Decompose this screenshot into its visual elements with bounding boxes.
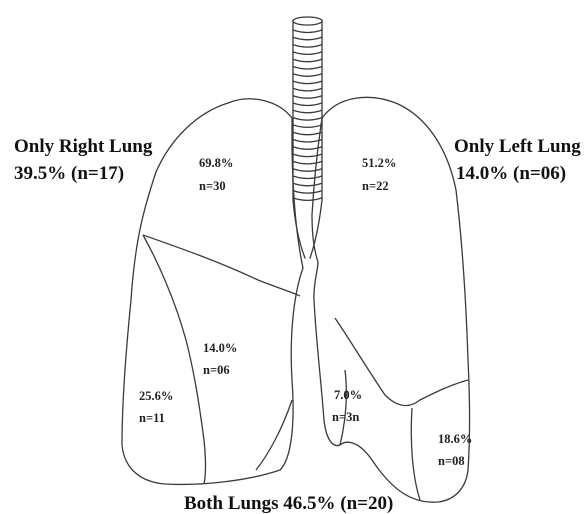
right-middle-pct: 14.0% — [203, 341, 237, 355]
right-lower-pct: 25.6% — [139, 389, 173, 403]
trachea-ring — [293, 37, 322, 40]
left-lower-lobe-edge — [411, 408, 420, 500]
right-upper-pct: 69.8% — [199, 156, 233, 170]
lingula-n: n=3n — [332, 410, 359, 424]
trachea-ring — [293, 30, 322, 33]
lingula-edge — [340, 370, 346, 445]
trachea-ring — [293, 125, 322, 127]
trachea-rings — [293, 30, 322, 200]
trachea-ring — [293, 183, 322, 186]
right-upper-n: n=30 — [199, 179, 226, 193]
trachea-ring — [293, 176, 322, 179]
trachea-ring — [293, 118, 322, 121]
both-lungs-label: Both Lungs 46.5% (n=20) — [184, 493, 393, 514]
left-lung-title: Only Left Lung — [454, 136, 581, 157]
left-lower-n: n=08 — [438, 454, 465, 468]
trachea-ring — [293, 198, 322, 201]
trachea-ring — [293, 140, 322, 143]
trachea-ring — [293, 132, 322, 135]
right-lung-title: Only Right Lung — [14, 136, 153, 157]
right-lower-n: n=11 — [139, 411, 165, 425]
right-middle-n: n=06 — [203, 363, 230, 377]
left-lower-pct: 18.6% — [438, 432, 472, 446]
right-lung-value: 39.5% (n=17) — [14, 163, 124, 184]
left-lung-value: 14.0% (n=06) — [456, 163, 566, 184]
trachea-ring — [293, 161, 322, 164]
trachea-ring — [293, 52, 322, 55]
trachea-ring — [293, 45, 322, 48]
right-horizontal-fissure — [143, 235, 300, 296]
trachea-ring — [293, 103, 322, 106]
trachea-ring — [293, 74, 322, 77]
trachea-ring — [293, 67, 322, 70]
left-upper-n: n=22 — [362, 179, 389, 193]
trachea-ring — [293, 59, 322, 61]
left-upper-pct: 51.2% — [362, 156, 396, 170]
trachea-ring — [293, 96, 322, 99]
lingula-pct: 7.0% — [334, 388, 362, 402]
trachea-ring — [293, 191, 322, 194]
trachea — [293, 17, 322, 258]
trachea-ring — [293, 81, 322, 84]
right-oblique-fissure — [143, 235, 206, 484]
trachea-ring — [293, 110, 322, 113]
trachea-ring — [293, 88, 322, 91]
trachea-ring — [293, 169, 322, 172]
